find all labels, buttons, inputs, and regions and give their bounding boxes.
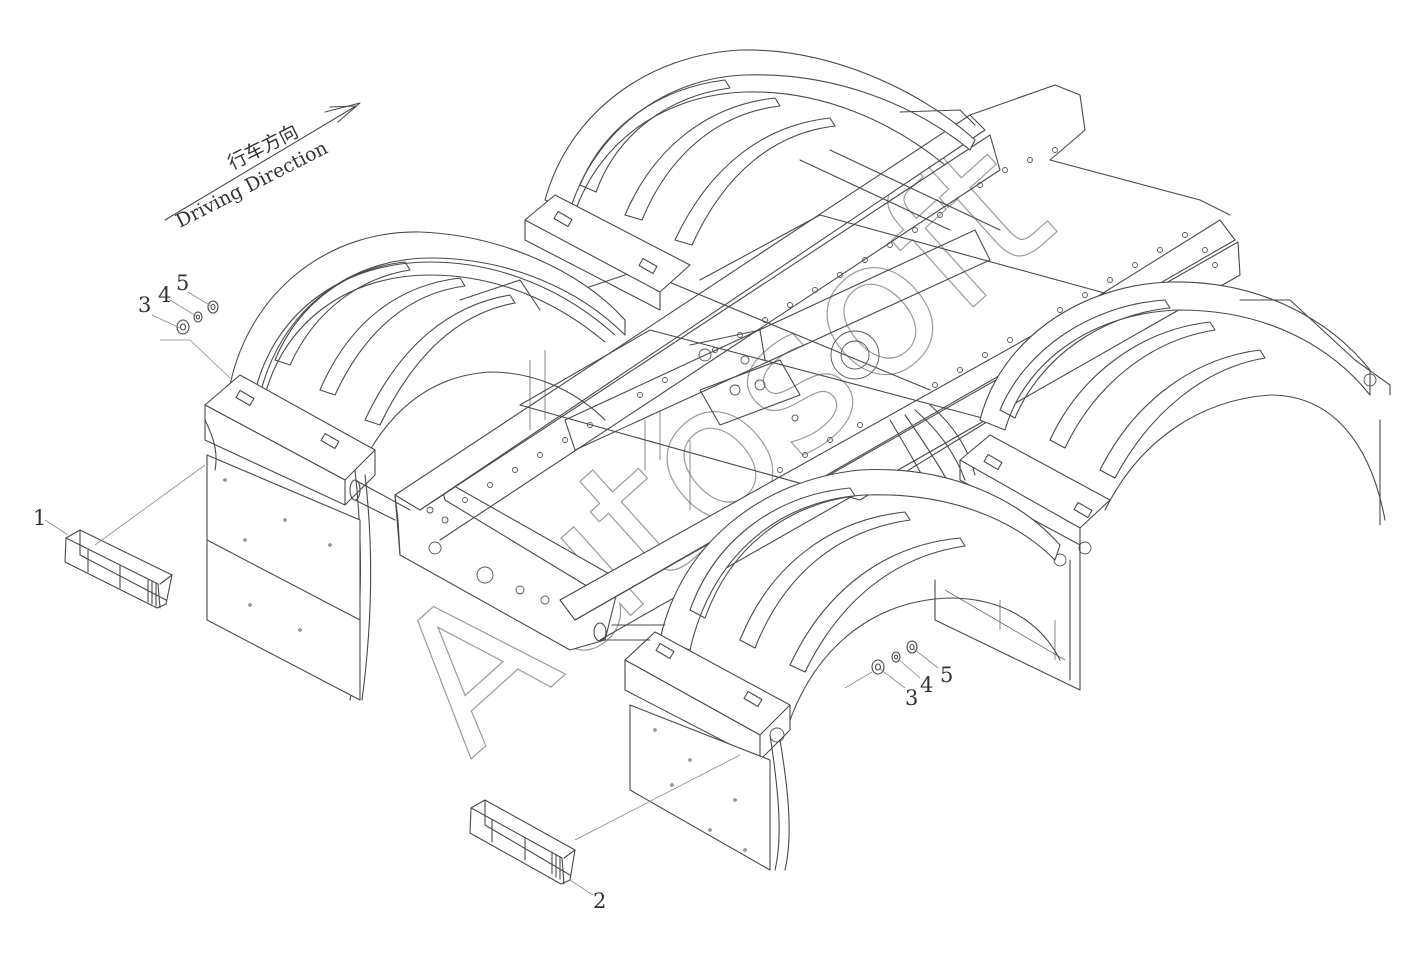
- driving-direction-indicator: 行车方向 Driving Direction: [164, 102, 361, 232]
- lamp-part-1: [64, 529, 173, 609]
- fasteners-left: [176, 300, 219, 335]
- lockwasher-right: [891, 651, 901, 663]
- lockwasher-left: [193, 311, 203, 323]
- lamp-part-2: [469, 799, 576, 885]
- frame-holes: [426, 147, 1218, 605]
- fender-rear-right: [593, 468, 1061, 871]
- callout-3-left: 3: [138, 293, 151, 317]
- direction-arrow-line: [164, 105, 357, 221]
- callout-5-left: 5: [176, 271, 189, 295]
- leader-lines: [44, 291, 939, 896]
- direction-arrow-head-icon: [324, 102, 361, 123]
- washer-left: [176, 319, 190, 335]
- nut-right: [906, 640, 918, 654]
- mudflap-rivets: [223, 478, 747, 852]
- fender-rear-left: [204, 231, 626, 701]
- callout-1: 1: [33, 506, 46, 530]
- fasteners-right: [871, 640, 918, 675]
- callout-4-left: 4: [158, 283, 171, 307]
- callout-4-right: 4: [920, 673, 933, 697]
- nut-left: [207, 300, 219, 314]
- fender-far-right: [934, 281, 1391, 691]
- callout-5-right: 5: [940, 663, 953, 687]
- callout-numbers: 1 2 3 4 5 3 4 5: [33, 271, 953, 913]
- callout-3-right: 3: [905, 686, 918, 710]
- callout-2: 2: [593, 889, 606, 913]
- fender-far-left: [524, 49, 976, 311]
- washer-right: [871, 659, 885, 675]
